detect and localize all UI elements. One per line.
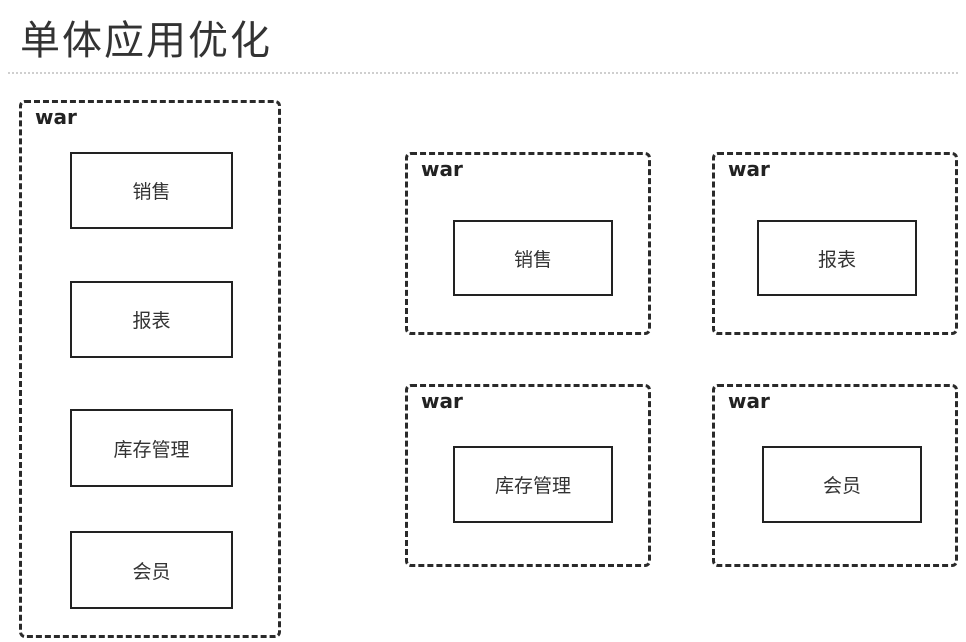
module-reports: 报表 [70,281,233,358]
module-inventory: 库存管理 [453,446,613,523]
war-label: war [421,389,463,413]
war-label: war [35,105,77,129]
module-sales: 销售 [70,152,233,229]
war-label: war [728,389,770,413]
module-members: 会员 [762,446,922,523]
title-divider [8,72,958,74]
page-title: 单体应用优化 [20,18,272,64]
module-reports: 报表 [757,220,917,296]
war-container-inventory: war 库存管理 [405,384,651,567]
module-sales: 销售 [453,220,613,296]
war-label: war [421,157,463,181]
module-members: 会员 [70,531,233,609]
war-label: war [728,157,770,181]
module-inventory: 库存管理 [70,409,233,487]
war-container-members: war 会员 [712,384,958,567]
war-container-reports: war 报表 [712,152,958,335]
monolith-war-container: war 销售 报表 库存管理 会员 [19,100,281,638]
war-container-sales: war 销售 [405,152,651,335]
